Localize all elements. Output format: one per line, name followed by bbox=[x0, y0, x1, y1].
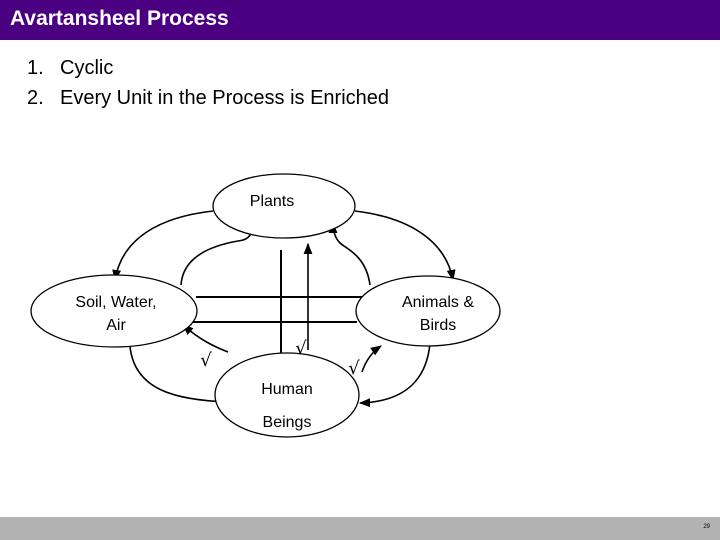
arrow-human-to-soil bbox=[182, 324, 229, 353]
node-human-beings bbox=[214, 352, 360, 438]
node-human-label-line2: Beings bbox=[263, 414, 312, 431]
node-human-label-line1: Human bbox=[261, 381, 313, 398]
bullet-item: 1. Cyclic bbox=[27, 56, 389, 86]
footer-bar: 29 bbox=[0, 517, 720, 540]
node-animals-birds bbox=[355, 275, 501, 347]
bullet-number: 1. bbox=[27, 57, 44, 79]
check-mark-right: √ bbox=[348, 358, 360, 379]
title-bar: Avartansheel Process bbox=[0, 0, 720, 40]
arrow-animals-to-human bbox=[358, 342, 431, 408]
arrow-soil-to-human bbox=[129, 346, 230, 407]
node-soil-label-line1: Soil, Water, bbox=[75, 294, 156, 311]
bullet-number: 2. bbox=[27, 87, 44, 109]
node-animals-label-line2: Birds bbox=[420, 317, 456, 334]
node-plants bbox=[212, 173, 356, 239]
node-animals-label-line1: Animals & bbox=[402, 294, 474, 311]
check-mark-center: √ bbox=[295, 338, 307, 359]
arrow-plants-to-animals bbox=[354, 210, 456, 282]
node-soil-water-air bbox=[30, 274, 198, 348]
arrow-plants-to-soil bbox=[112, 210, 214, 282]
bullet-text: Cyclic bbox=[60, 57, 114, 79]
node-plants-label: Plants bbox=[250, 193, 294, 210]
arrow-human-to-animals bbox=[361, 345, 382, 373]
slide-title: Avartansheel Process bbox=[10, 7, 229, 30]
bullet-item: 2. Every Unit in the Process is Enriched bbox=[27, 86, 389, 116]
node-soil-label-line2: Air bbox=[106, 317, 126, 334]
bullet-text: Every Unit in the Process is Enriched bbox=[60, 87, 390, 109]
bullet-list: 1. Cyclic 2. Every Unit in the Process is … bbox=[27, 56, 389, 116]
page-number: 29 bbox=[703, 524, 710, 530]
arrow-animals-to-plants bbox=[328, 221, 371, 286]
check-mark-left: √ bbox=[200, 350, 212, 371]
